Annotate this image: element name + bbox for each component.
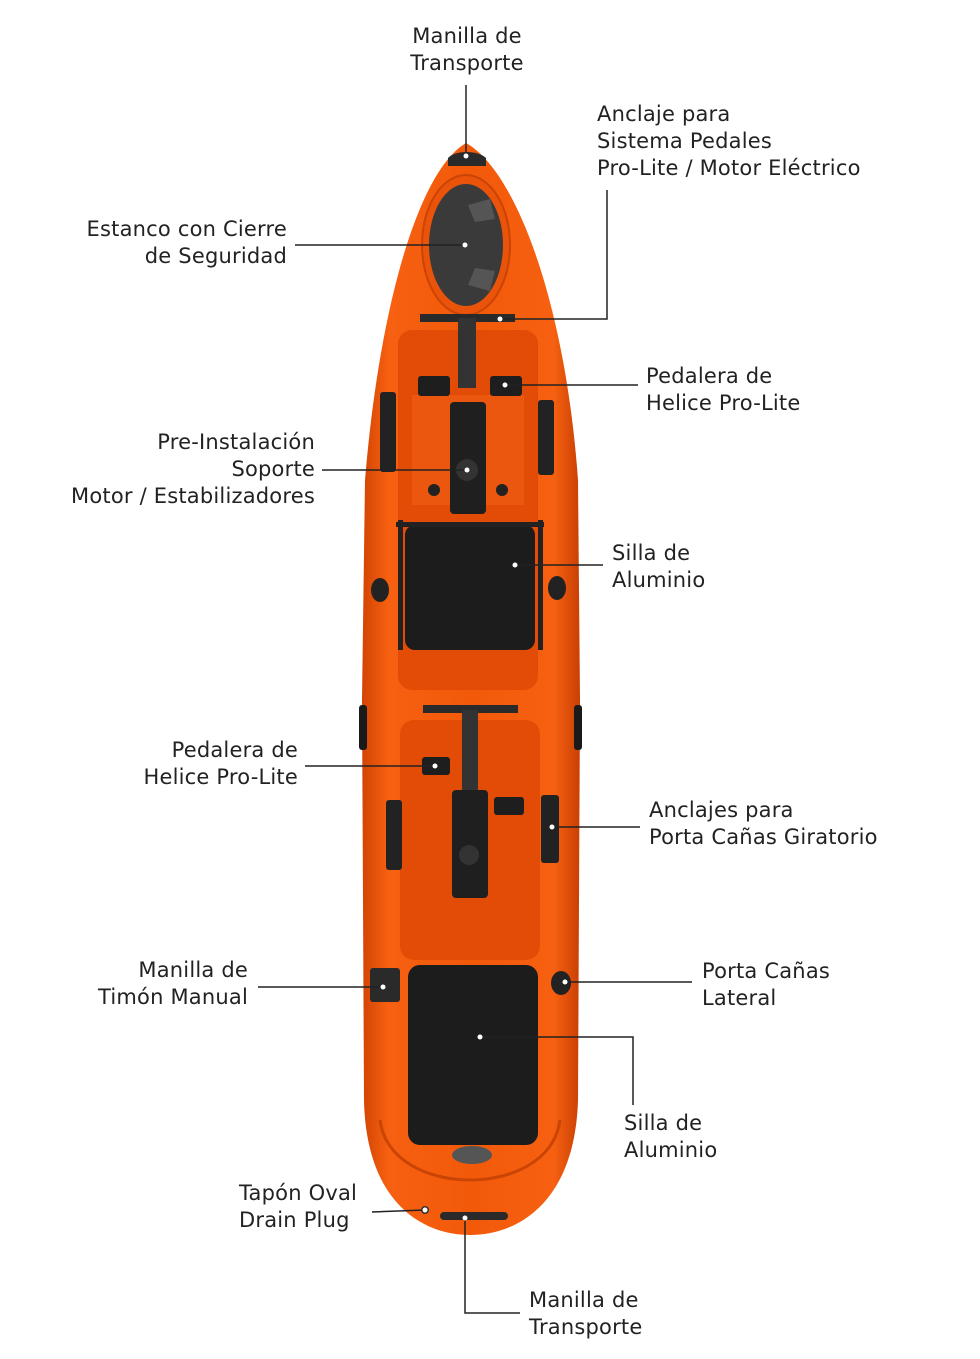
label-line: Silla de — [612, 541, 691, 565]
label-line: Estanco con Cierre — [86, 217, 287, 241]
label-line: Aluminio — [612, 568, 706, 592]
label-line: Silla de — [624, 1111, 703, 1135]
label-line: Pedalera de — [646, 364, 773, 388]
label-line: Manilla de — [138, 958, 248, 982]
label-seat-rear: Silla de Aluminio — [624, 1110, 717, 1164]
label-line: Porta Cañas — [702, 959, 831, 983]
leader-dots — [380, 153, 568, 1221]
label-line: Timón Manual — [97, 985, 248, 1009]
rear-seat — [408, 965, 538, 1145]
label-line: Soporte — [231, 457, 315, 481]
label-carry-handle-bottom: Manilla de Transporte — [529, 1287, 642, 1341]
label-rudder-handle: Manilla de Timón Manual — [98, 957, 248, 1011]
label-hatch: Estanco con Cierre de Seguridad — [87, 216, 287, 270]
label-line: Anclajes para — [649, 798, 794, 822]
label-line: Sistema Pedales — [597, 129, 772, 153]
label-line: de Seguridad — [144, 244, 287, 268]
label-line: Transporte — [529, 1315, 643, 1339]
label-line: Manilla de — [529, 1288, 639, 1312]
label-line: Porta Cañas Giratorio — [649, 825, 878, 849]
label-seat-front: Silla de Aluminio — [612, 540, 705, 594]
label-line: Pedalera de — [171, 738, 298, 762]
label-line: Helice Pro-Lite — [143, 765, 298, 789]
label-line: Aluminio — [624, 1138, 718, 1162]
label-line: Drain Plug — [239, 1208, 350, 1232]
label-line: Pro-Lite / Motor Eléctrico — [597, 156, 861, 180]
label-line: Tapón Oval — [239, 1181, 358, 1205]
label-line: Transporte — [410, 51, 524, 75]
label-carry-handle-top: Manilla de Transporte — [367, 23, 567, 77]
label-line: Lateral — [702, 986, 777, 1010]
leader-lines — [258, 85, 692, 1314]
label-line: Helice Pro-Lite — [646, 391, 801, 415]
label-pedal-rear: Pedalera de Helice Pro-Lite — [144, 737, 299, 791]
label-line: Manilla de — [412, 24, 522, 48]
motor-mount — [450, 402, 486, 514]
front-seat — [405, 525, 535, 650]
label-line: Anclaje para — [597, 102, 731, 126]
label-line: Motor / Estabilizadores — [71, 484, 315, 508]
label-line: Pre-Instalación — [157, 430, 315, 454]
label-pedal-front: Pedalera de Helice Pro-Lite — [646, 363, 801, 417]
